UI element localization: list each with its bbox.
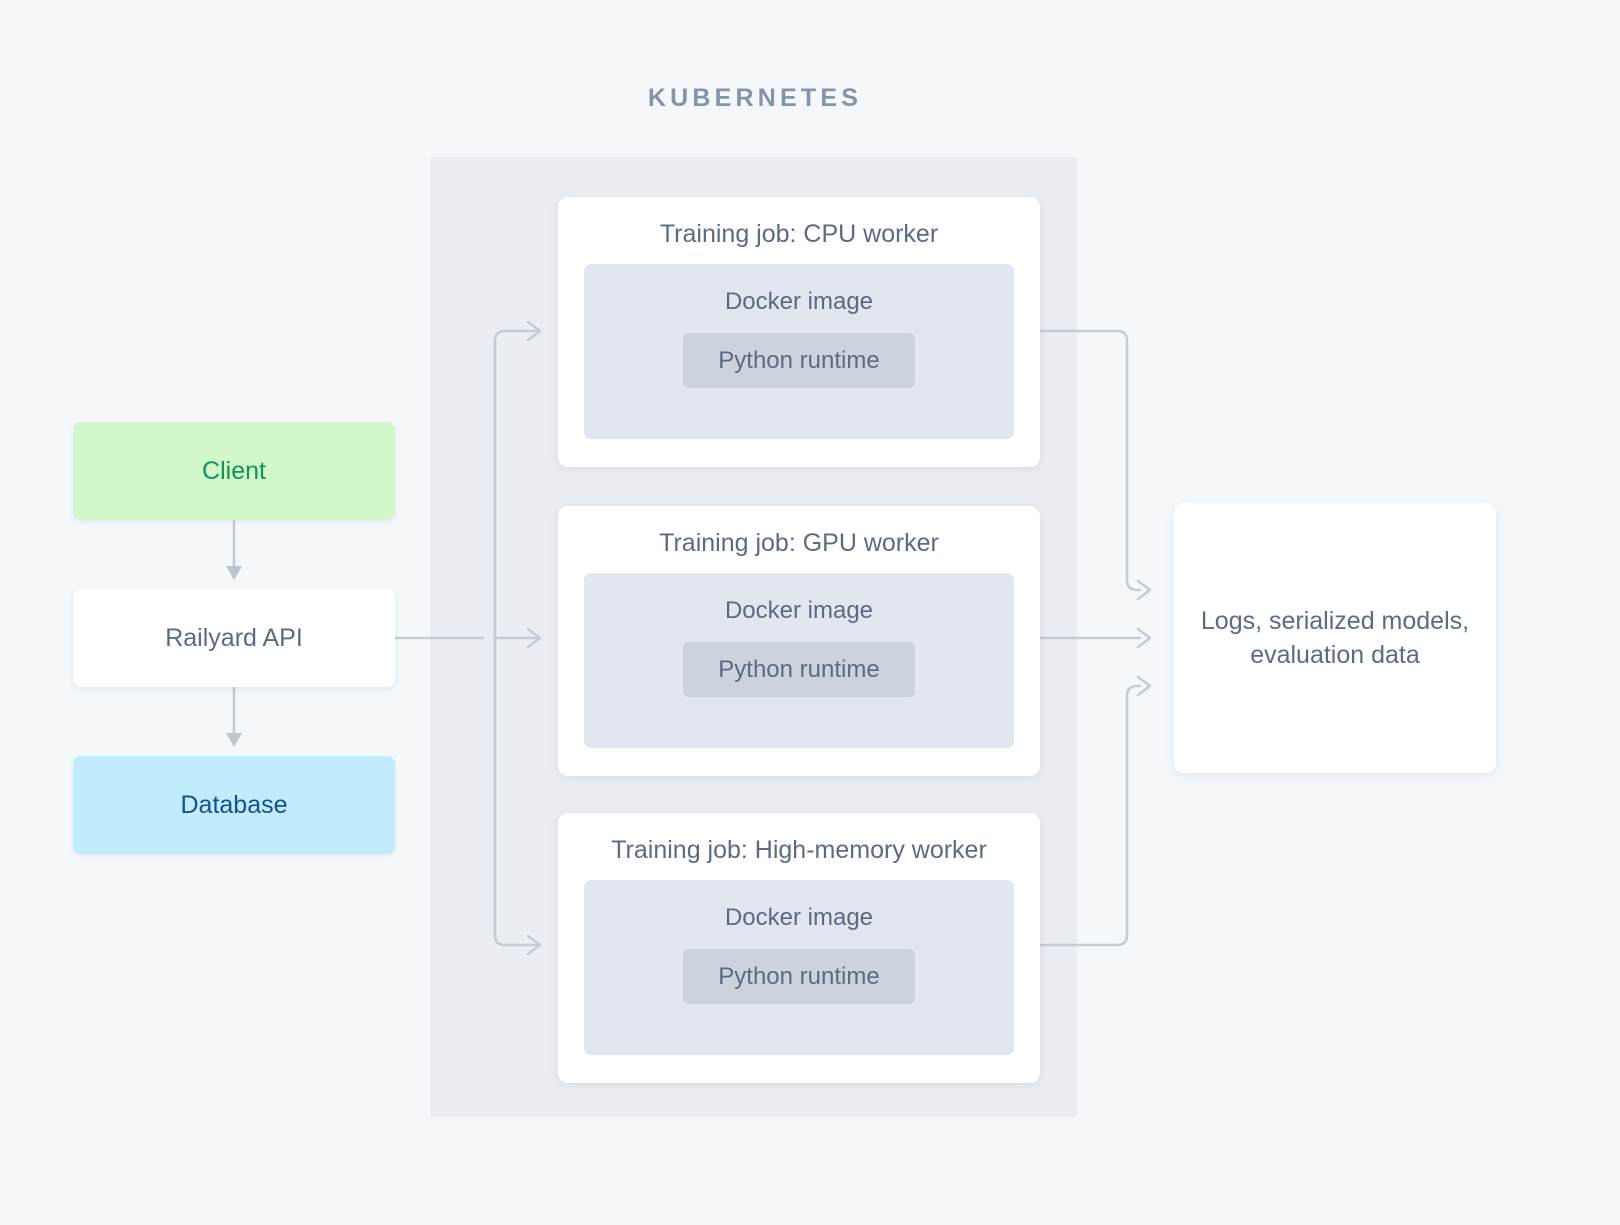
job-card-high-memory-worker[interactable]: Training job: High-memory worker Docker … (558, 813, 1040, 1083)
python-runtime-chip: Python runtime (683, 949, 915, 1004)
python-runtime-chip: Python runtime (683, 333, 915, 388)
docker-image-label: Docker image (724, 904, 874, 931)
docker-image-panel: Docker image Python runtime (584, 880, 1014, 1055)
docker-image-panel: Docker image Python runtime (584, 264, 1014, 439)
arrowhead-output-top (1136, 579, 1152, 601)
node-railyard-api-label: Railyard API (165, 623, 303, 652)
node-output-line-2: evaluation data (1250, 641, 1420, 669)
arrowhead-api-to-database (226, 733, 242, 747)
arrowhead-client-to-api (226, 566, 242, 580)
job-card-cpu-worker[interactable]: Training job: CPU worker Docker image Py… (558, 197, 1040, 467)
job-card-title: Training job: CPU worker (659, 220, 939, 248)
job-card-gpu-worker[interactable]: Training job: GPU worker Docker image Py… (558, 506, 1040, 776)
arrowhead-output-middle (1136, 627, 1152, 649)
docker-image-panel: Docker image Python runtime (584, 573, 1014, 748)
docker-image-label: Docker image (724, 288, 874, 315)
arrowhead-output-bottom (1136, 675, 1152, 697)
job-card-title: Training job: High-memory worker (611, 836, 987, 864)
node-output-artifacts[interactable]: Logs, serialized models, evaluation data (1174, 503, 1496, 773)
python-runtime-chip: Python runtime (683, 642, 915, 697)
node-database[interactable]: Database (73, 756, 395, 854)
docker-image-label: Docker image (724, 597, 874, 624)
node-railyard-api[interactable]: Railyard API (73, 589, 395, 687)
node-client-label: Client (202, 456, 266, 485)
node-output-line-1: Logs, serialized models, (1200, 606, 1470, 635)
node-output-label: Logs, serialized models, evaluation data (1201, 604, 1469, 673)
job-card-title: Training job: GPU worker (659, 529, 939, 557)
node-database-label: Database (180, 790, 288, 819)
section-title: KUBERNETES (647, 84, 863, 112)
node-client[interactable]: Client (73, 422, 395, 520)
